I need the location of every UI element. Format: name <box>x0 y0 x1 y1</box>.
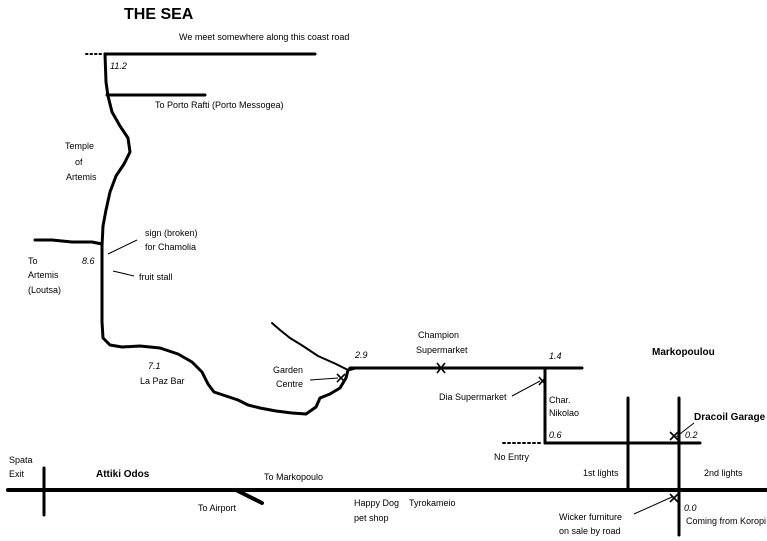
sign-pointer <box>107 239 138 255</box>
sign-label-2: for Chamolia <box>145 242 197 252</box>
temple-label-2: of <box>75 157 83 167</box>
char-nikolao-label-1: Char. <box>549 395 571 405</box>
second-lights-label: 2nd lights <box>704 468 743 478</box>
airport-road <box>234 488 264 505</box>
wicker-marker <box>669 493 679 503</box>
temple-label-1: Temple <box>65 141 95 151</box>
temple-label-3: Artemis <box>66 172 97 182</box>
to-artemis-label-3: (Loutsa) <box>28 285 62 295</box>
garden-centre-label-2: Centre <box>276 379 304 389</box>
garden-centre-label-1: Garden <box>273 365 304 375</box>
garden-centre-marker <box>336 373 346 383</box>
distance-0-6: 0.6 <box>549 430 562 440</box>
fruit-stall-label: fruit stall <box>139 272 173 282</box>
fruit-stall-pointer <box>112 270 135 277</box>
spata-label-1: Spata <box>9 455 33 465</box>
porto-rafti-label: To Porto Rafti (Porto Messogea) <box>155 100 284 110</box>
distance-1-4: 1.4 <box>549 351 562 361</box>
distance-8-6: 8.6 <box>82 256 95 266</box>
champion-marker <box>436 362 446 374</box>
tyrokameio-label: Tyrokameio <box>409 498 456 508</box>
wicker-pointer <box>633 496 673 515</box>
happy-dog-label-2: pet shop <box>354 513 389 523</box>
champion-label-2: Supermarket <box>416 345 468 355</box>
first-lights-label: 1st lights <box>583 468 619 478</box>
loutsa-road <box>33 238 104 246</box>
wicker-label-1: Wicker furniture <box>559 512 623 522</box>
champion-label-1: Champion <box>418 330 460 340</box>
coast-road-label: We meet somewhere along this coast road <box>179 32 350 42</box>
dia-marker <box>538 376 547 386</box>
distance-0-2: 0.2 <box>685 430 698 440</box>
no-entry-label: No Entry <box>494 452 530 462</box>
to-markopoulo-label: To Markopoulo <box>264 472 324 482</box>
wicker-label-2: on sale by road <box>559 526 621 536</box>
main-road <box>100 52 357 416</box>
distance-0-0: 0.0 <box>684 503 697 513</box>
to-artemis-label-1: To <box>28 256 38 266</box>
sign-label-1: sign (broken) <box>145 228 198 238</box>
la-paz-label: La Paz Bar <box>140 376 185 386</box>
markopoulou-label: Markopoulou <box>652 347 715 358</box>
map-title: THE SEA <box>124 6 194 23</box>
dracoil-pointer <box>675 422 695 438</box>
dia-pointer <box>511 380 541 397</box>
garden-centre-pointer <box>309 377 339 381</box>
dracoil-label: Dracoil Garage <box>694 412 766 423</box>
spata-label-2: Exit <box>9 469 25 479</box>
char-nikolao-label-2: Nikolao <box>549 408 580 418</box>
happy-dog-label-1: Happy Dog <box>354 498 400 508</box>
distance-7-1: 7.1 <box>148 361 161 371</box>
garden-branch-road <box>271 322 349 371</box>
distance-2-9: 2.9 <box>355 350 368 360</box>
koropi-label: Coming from Koropi <box>686 516 767 526</box>
to-artemis-label-2: Artemis <box>28 270 59 280</box>
distance-11-2: 11.2 <box>110 61 127 71</box>
to-airport-label: To Airport <box>198 503 237 513</box>
dracoil-marker <box>669 431 679 441</box>
dia-label: Dia Supermarket <box>439 392 507 402</box>
attiki-odos-label: Attiki Odos <box>96 469 150 480</box>
